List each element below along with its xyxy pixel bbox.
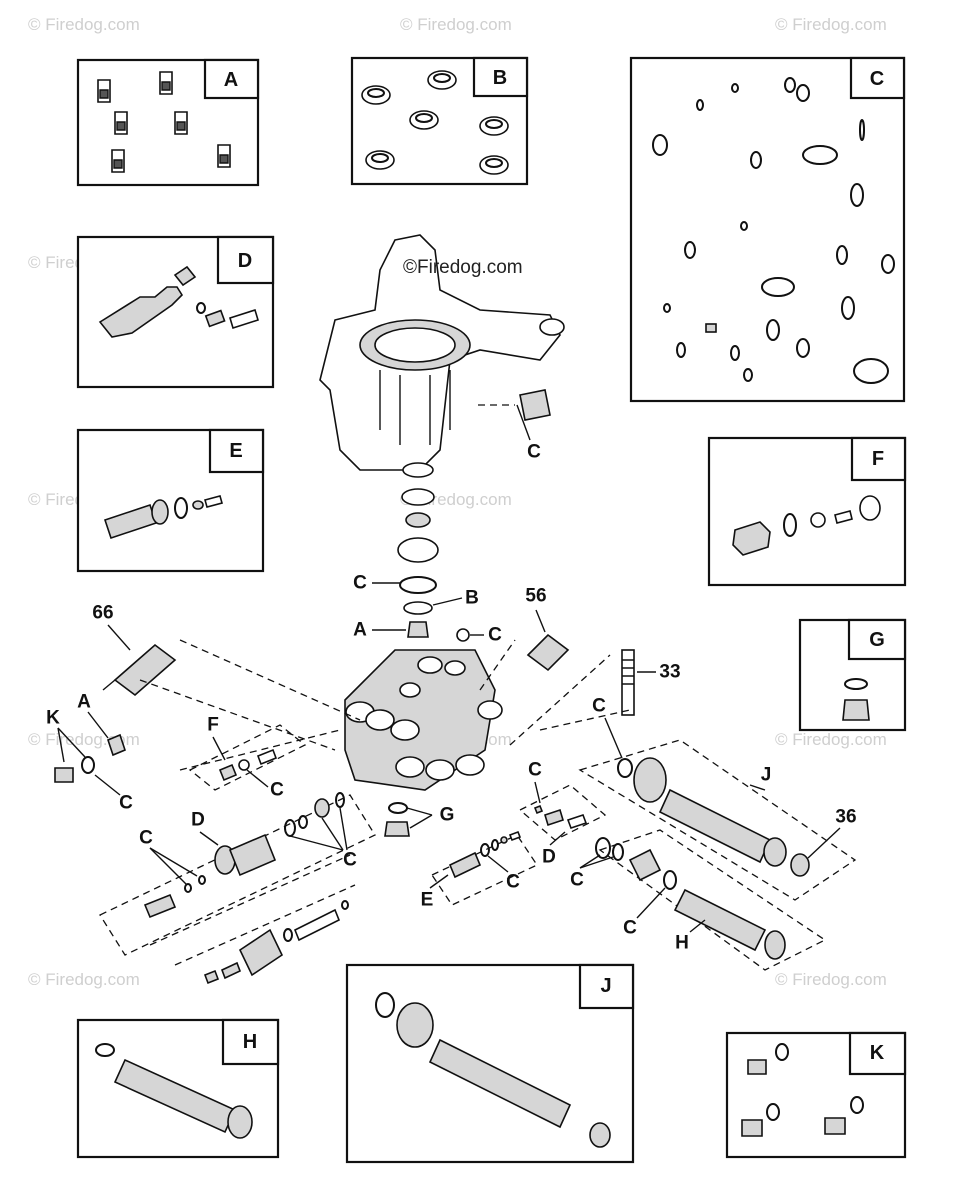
injector-fitting — [102, 643, 177, 697]
kit-a-label: A — [224, 69, 238, 91]
callout-c-f: C — [270, 780, 284, 801]
kit-g-box: G — [798, 618, 907, 732]
kit-b-label: B — [493, 67, 507, 89]
callout-b-seal: B — [465, 588, 479, 609]
kit-c-label: C — [870, 68, 884, 90]
watermark-text: © Firedog.com — [28, 970, 140, 989]
callout-j-mid: J — [761, 765, 772, 786]
garden-hose-inlet-part — [375, 992, 611, 1148]
watermark-text: © Firedog.com — [775, 15, 887, 34]
callout-c-j: C — [592, 696, 606, 717]
mid-inlet-assembly — [431, 830, 538, 906]
kit-e-label: E — [229, 440, 242, 462]
watermark-main-text: ©Firedog.com — [403, 257, 523, 278]
kit-a-box: A — [76, 58, 260, 187]
callout-a-valve: A — [353, 620, 367, 641]
kit-b-box: B — [350, 56, 529, 186]
callout-e-mid: E — [421, 890, 434, 911]
check-valve-part — [732, 495, 881, 556]
o-ring-part — [652, 77, 895, 384]
garden-hose-inlet-assembly — [578, 739, 857, 901]
inlet-fitting-part — [103, 495, 223, 540]
callout-c-d-left: C — [139, 828, 153, 849]
check-valve-assembly — [188, 724, 307, 791]
kit-k-box: K — [725, 1031, 907, 1159]
seal-part — [361, 70, 509, 175]
callout-c-h1: C — [570, 870, 584, 891]
elbow-fitting — [526, 633, 570, 672]
unloader-valve-part — [98, 265, 259, 338]
pump-manifold — [344, 649, 503, 791]
callout-c-h2: C — [623, 918, 637, 939]
watermark-text: © Firedog.com — [28, 15, 140, 34]
callout-a-left: A — [77, 692, 91, 713]
watermark-text: © Firedog.com — [775, 970, 887, 989]
kit-h-box: H — [76, 1018, 280, 1159]
pump-housing: ©Firedog.com — [319, 234, 565, 471]
kit-d-box: D — [76, 235, 275, 389]
callout-g-mid: G — [440, 805, 455, 826]
callout-c-mid: C — [528, 760, 542, 781]
kit-e-box: E — [76, 428, 265, 573]
left-valve-and-plug — [54, 733, 126, 783]
callout-c-housing: C — [527, 442, 541, 463]
kit-c-box: C — [629, 56, 906, 403]
callout-c-e: C — [506, 872, 520, 893]
valve-part — [97, 71, 231, 173]
outlet-pipe-part — [95, 1043, 253, 1139]
callout-d-mid: D — [542, 847, 556, 868]
kit-g-label: G — [869, 629, 885, 651]
callout-c-kleft: C — [119, 793, 133, 814]
kit-f-box: F — [707, 436, 907, 587]
callout-33: 33 — [659, 662, 680, 683]
drain-plug-assembly — [384, 802, 410, 837]
kit-j-box: J — [345, 963, 635, 1164]
housing-seal-fitting — [478, 389, 551, 421]
kit-f-label: F — [872, 448, 884, 470]
callout-c-ball: C — [488, 625, 502, 646]
plug-part — [741, 1043, 864, 1137]
callout-h-mid: H — [675, 933, 689, 954]
pressure-spring-assembly — [149, 854, 356, 985]
mid-check-valve-assembly — [518, 784, 607, 841]
callout-56: 56 — [525, 586, 546, 607]
callout-66: 66 — [92, 603, 113, 624]
unloader-assembly — [99, 792, 376, 956]
drain-plug-part — [842, 678, 870, 721]
kit-k-label: K — [870, 1042, 885, 1064]
bolt — [621, 649, 635, 716]
callout-k-left: K — [46, 708, 60, 729]
callout-f-left: F — [207, 715, 219, 736]
watermark-text: © Firedog.com — [400, 15, 512, 34]
callout-d-left: D — [191, 810, 205, 831]
callout-36: 36 — [835, 807, 856, 828]
watermark-text: © Firedog.com — [775, 730, 887, 749]
kit-h-label: H — [243, 1031, 257, 1053]
callout-c-oring: C — [353, 573, 367, 594]
kit-j-label: J — [600, 975, 611, 997]
seal-stack — [397, 462, 470, 642]
callout-c-d-right: C — [343, 850, 357, 871]
high-pressure-outlet-assembly — [595, 829, 827, 971]
kit-d-label: D — [238, 250, 252, 272]
